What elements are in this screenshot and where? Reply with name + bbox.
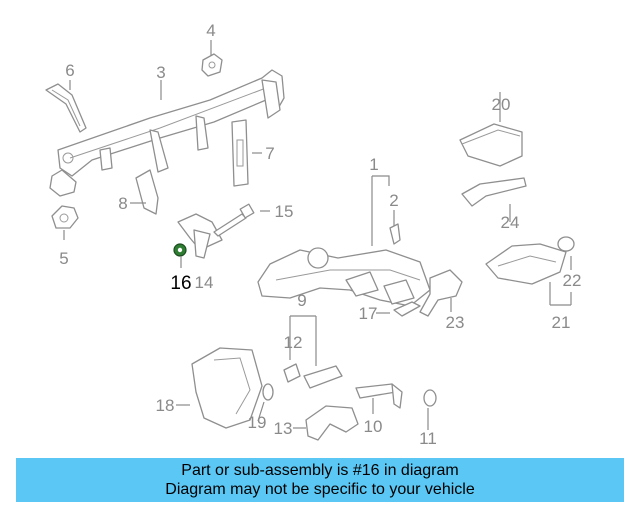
callout-10: 10 bbox=[364, 417, 383, 436]
callout-19: 19 bbox=[248, 413, 267, 432]
banner-line-1: Part or sub-assembly is #16 in diagram bbox=[181, 462, 459, 479]
part-8-support bbox=[135, 169, 159, 215]
banner-line-2: Diagram may not be specific to your vehi… bbox=[165, 481, 475, 498]
callout-12: 12 bbox=[284, 333, 303, 352]
callout-6: 6 bbox=[65, 61, 74, 80]
callout-15: 15 bbox=[275, 202, 294, 221]
part-22-plug bbox=[557, 236, 575, 252]
part-13-bracket bbox=[305, 405, 359, 441]
callout-17: 17 bbox=[359, 304, 378, 323]
callout-9: 9 bbox=[297, 291, 306, 310]
part-10-lock-cylinder bbox=[355, 383, 403, 409]
callout-2: 2 bbox=[389, 191, 398, 210]
part-15-bolt bbox=[213, 203, 255, 237]
part-19-grommet bbox=[262, 383, 274, 401]
part-7-bracket bbox=[231, 119, 249, 187]
part-16-nut bbox=[173, 243, 187, 257]
part-23-lever bbox=[419, 269, 463, 317]
callout-22: 22 bbox=[563, 271, 582, 290]
callout-21: 21 bbox=[552, 313, 571, 332]
part-14-bracket bbox=[177, 213, 223, 259]
callout-11: 11 bbox=[419, 429, 437, 448]
part-17-shim bbox=[393, 301, 421, 317]
callout-13: 13 bbox=[274, 419, 293, 438]
part-4-clip bbox=[201, 53, 223, 77]
part-12-bushing bbox=[283, 363, 301, 383]
part-1-steering-column bbox=[257, 247, 431, 307]
callout-3: 3 bbox=[156, 63, 165, 82]
callout-14: 14 bbox=[195, 273, 214, 292]
callout-24: 24 bbox=[501, 213, 520, 232]
parts-diagram: 1 2 3 4 5 6 7 8 9 10 11 12 13 14 15 16 1… bbox=[45, 21, 581, 448]
callout-18: 18 bbox=[156, 396, 175, 415]
callout-5: 5 bbox=[59, 249, 68, 268]
part-24-switch bbox=[461, 177, 527, 207]
part-3-cross-beam bbox=[49, 69, 285, 197]
leader-lines bbox=[63, 40, 572, 430]
part-20-cover bbox=[459, 123, 523, 167]
info-banner: Part or sub-assembly is #16 in diagram D… bbox=[16, 458, 624, 502]
part-21-lower-cover bbox=[485, 243, 567, 285]
callout-7: 7 bbox=[265, 144, 274, 163]
callouts: 1 2 3 4 5 6 7 8 9 10 11 12 13 14 15 16 1… bbox=[59, 21, 581, 448]
part-18-shroud bbox=[191, 347, 263, 429]
callout-16: 16 bbox=[170, 273, 191, 294]
part-9-shaft bbox=[303, 365, 343, 389]
part-11-washer bbox=[423, 389, 437, 407]
part-2-bolt bbox=[389, 223, 401, 245]
callout-4: 4 bbox=[206, 21, 215, 40]
part-5-pad bbox=[51, 205, 79, 229]
callout-23: 23 bbox=[446, 313, 465, 332]
callout-1: 1 bbox=[369, 155, 378, 174]
callout-20: 20 bbox=[492, 95, 511, 114]
part-6-bracket bbox=[45, 83, 87, 133]
callout-8: 8 bbox=[118, 194, 127, 213]
